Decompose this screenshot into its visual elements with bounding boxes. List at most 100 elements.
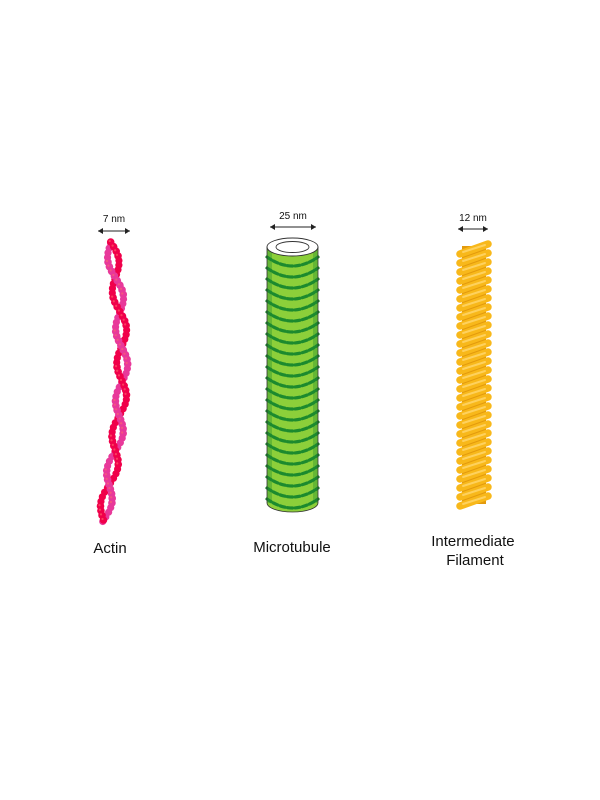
tubulin-row <box>265 321 320 334</box>
actin-monomer-highlight <box>115 408 118 411</box>
tubulin-row <box>265 398 320 411</box>
intermediate-filament-coil-highlight <box>462 487 486 496</box>
actin-diameter-label: 7 nm <box>103 214 125 225</box>
actin-monomer-highlight <box>109 500 113 504</box>
actin-monomer-highlight <box>105 259 109 263</box>
intermediate-filament-coil-highlight <box>462 460 486 469</box>
actin-monomer <box>114 252 122 260</box>
intermediate-filament-coil-highlight <box>462 415 486 424</box>
actin-monomer-highlight <box>123 388 126 391</box>
intermediate-filament-coil-highlight <box>462 406 486 415</box>
actin-monomer-highlight <box>112 273 115 277</box>
intermediate-filament-coil-highlight <box>462 424 486 433</box>
actin-monomer-highlight <box>109 491 112 494</box>
tubulin-row <box>265 420 320 433</box>
actin-monomer-highlight <box>109 269 112 272</box>
actin-monomer-highlight <box>122 383 125 386</box>
microtubule-shade-left <box>267 247 272 503</box>
actin-monomer-highlight <box>116 462 119 465</box>
tubulin-row <box>265 464 320 477</box>
microtubule-label: Microtubule <box>253 539 331 556</box>
intermediate-filament-label: Intermediate Filament <box>431 533 519 569</box>
actin-monomer <box>122 321 130 330</box>
intermediate-filament-coil-highlight <box>462 442 486 451</box>
actin-monomer <box>99 516 108 524</box>
actin-monomer-highlight <box>120 314 123 317</box>
tubulin-row <box>265 409 320 422</box>
actin-monomer-highlight <box>104 473 107 476</box>
actin-monomer-highlight <box>113 448 116 451</box>
actin-monomer-highlight <box>107 264 110 267</box>
intermediate-filament-coil-highlight <box>462 325 486 334</box>
actin-diameter-arrow <box>98 228 130 234</box>
actin-monomer-highlight <box>116 412 119 416</box>
actin-filament <box>96 238 132 526</box>
intermediate-filament-coil-highlight <box>462 379 486 388</box>
actin-monomer-highlight <box>124 357 128 360</box>
microtubule-label-line-1: Microtubule <box>253 539 331 556</box>
actin-monomer-highlight <box>117 309 120 312</box>
actin-monomer-highlight <box>122 318 125 321</box>
actin-monomer-highlight <box>113 398 116 402</box>
actin-monomer-highlight <box>110 496 113 499</box>
actin-monomer-highlight <box>110 439 113 442</box>
actin-monomer-highlight <box>117 283 121 286</box>
tubulin-row <box>265 354 320 367</box>
microtubule-shade-right <box>313 247 318 503</box>
actin-monomer-highlight <box>114 365 118 368</box>
actin-monomer <box>119 290 128 299</box>
actin-monomer-highlight <box>123 352 126 355</box>
intermediate-filament-coil-highlight <box>462 271 486 280</box>
microtubule-diameter-label: 25 nm <box>279 211 307 222</box>
intermediate-filament-coil-highlight <box>462 451 486 460</box>
actin-monomer <box>114 460 123 469</box>
actin-monomer-highlight <box>116 369 119 372</box>
actin-monomer-highlight <box>116 338 119 341</box>
tubulin-row <box>265 387 320 400</box>
actin-monomer-highlight <box>113 329 116 332</box>
actin-monomer-highlight <box>120 422 123 425</box>
actin-monomer-highlight <box>113 403 116 406</box>
actin-group: 7 nm Actin <box>93 214 132 557</box>
actin-monomer-highlight <box>117 374 121 377</box>
actin-monomer-highlight <box>104 468 107 471</box>
intermediate-filament-coil-highlight <box>462 244 486 253</box>
intermediate-filament-coil-highlight <box>462 343 486 352</box>
intermediate-filament-coil-highlight <box>462 280 486 289</box>
actin-monomer-highlight <box>119 287 123 290</box>
intermediate-filament-diameter-arrow <box>458 226 488 232</box>
microtubule-diameter-arrow <box>270 224 316 230</box>
intermediate-filament-coil-highlight <box>462 397 486 406</box>
actin-monomer-highlight <box>98 508 102 511</box>
intermediate-filament-coil-highlight <box>462 370 486 379</box>
actin-monomer-highlight <box>118 343 121 346</box>
intermediate-filament-coil-highlight <box>462 298 486 307</box>
intermediate-filament-coil-highlight <box>462 433 486 442</box>
actin-monomer-highlight <box>111 443 114 446</box>
tubulin-row <box>265 475 320 488</box>
tubulin-row <box>265 497 320 510</box>
intermediate-filament-coil-highlight <box>462 316 486 325</box>
tubulin-row <box>265 343 320 356</box>
actin-monomer-highlight <box>101 517 104 521</box>
tubulin-row <box>265 299 320 312</box>
tubulin-row <box>265 431 320 444</box>
tubulin-row <box>265 453 320 466</box>
tubulin-row <box>265 288 320 301</box>
actin-monomer-highlight <box>121 426 124 429</box>
actin-monomer <box>119 429 127 438</box>
actin-monomer-highlight <box>119 378 123 382</box>
intermediate-filament-coil-highlight <box>462 352 486 361</box>
tubulin-row <box>265 376 320 389</box>
tubulin-row <box>265 266 320 279</box>
intermediate-filament-coil-highlight <box>462 289 486 298</box>
actin-monomer-highlight <box>108 239 111 243</box>
intermediate-filament-label-line-2: Filament <box>446 552 504 569</box>
actin-monomer-highlight <box>105 477 108 480</box>
actin-monomer-highlight <box>112 300 115 303</box>
actin-monomer-highlight <box>114 249 117 252</box>
actin-monomer-highlight <box>114 334 117 337</box>
actin-monomer-highlight <box>115 278 118 281</box>
intermediate-filament-coil-highlight <box>462 469 486 478</box>
actin-label-line-1: Actin <box>93 540 126 557</box>
